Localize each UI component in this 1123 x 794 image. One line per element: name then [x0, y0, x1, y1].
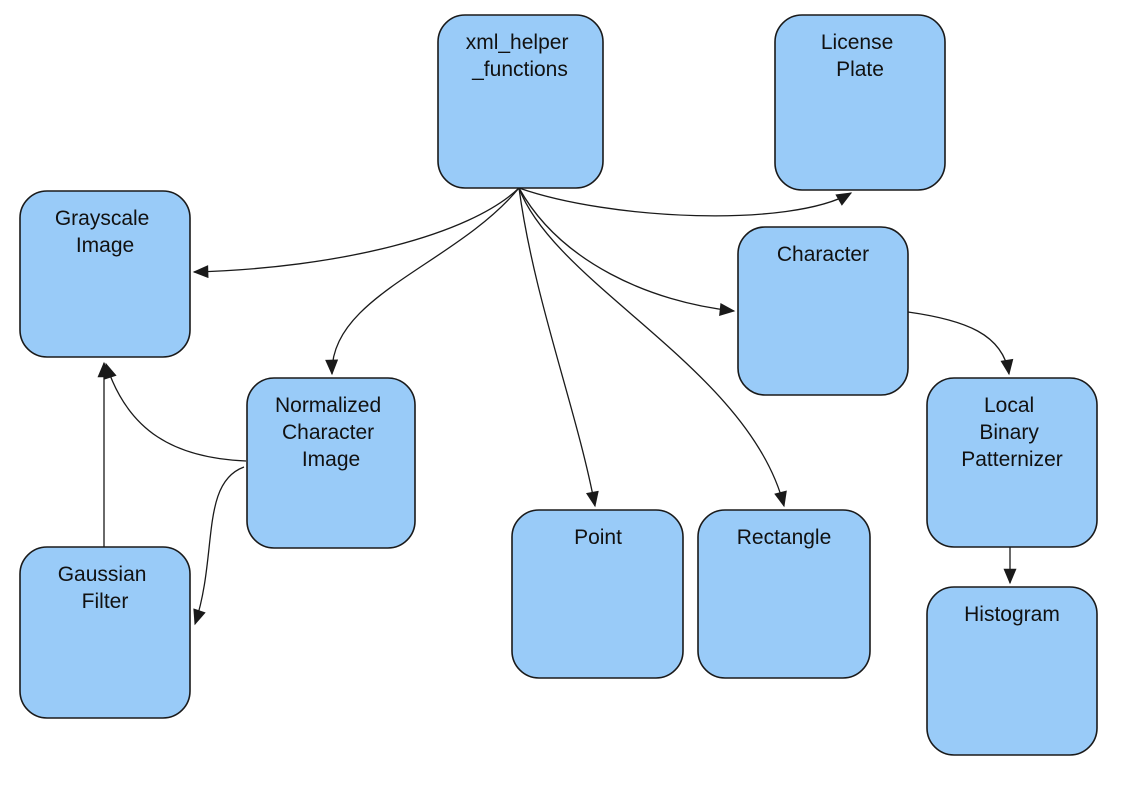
node-grayscale-image-box[interactable] [19, 190, 191, 358]
node-gaussian-filter[interactable]: Gaussian Filter [19, 546, 191, 719]
node-local-binary-patternizer[interactable]: Local Binary Patternizer [926, 377, 1098, 548]
node-point-label: Point [574, 526, 622, 549]
node-grayscale-image[interactable]: Grayscale Image [19, 190, 191, 358]
node-character-box[interactable] [737, 226, 909, 396]
node-license-plate-label: License Plate [821, 31, 899, 81]
edge-group [97, 187, 1017, 626]
node-local-binary-patternizer-label: Local Binary Patternizer [961, 394, 1063, 471]
edge-xml-helper-functions-to-normalized-character-image [325, 187, 520, 376]
edge-character-to-local-binary-patternizer [907, 311, 1014, 376]
node-normalized-character-image[interactable]: Normalized Character Image [246, 377, 416, 549]
node-rectangle-label: Rectangle [737, 526, 832, 549]
node-rectangle-box[interactable] [697, 509, 871, 679]
edge-xml-helper-functions-to-point [518, 187, 599, 508]
edge-normalized-character-image-to-grayscale-image [104, 362, 247, 462]
node-xml-helper-functions-box[interactable] [437, 14, 604, 189]
node-license-plate-box[interactable] [774, 14, 946, 191]
edge-xml-helper-functions-to-grayscale-image [192, 187, 520, 279]
node-character-label: Character [777, 243, 869, 266]
node-license-plate[interactable]: License Plate [774, 14, 946, 191]
edge-xml-helper-functions-to-character [518, 187, 736, 316]
node-gaussian-filter-label: Gaussian Filter [58, 563, 153, 613]
node-histogram-box[interactable] [926, 586, 1098, 756]
node-xml-helper-functions[interactable]: xml_helper _functions [437, 14, 604, 189]
edge-xml-helper-functions-to-rectangle [518, 187, 787, 508]
node-histogram[interactable]: Histogram [926, 586, 1098, 756]
node-character[interactable]: Character [737, 226, 909, 396]
node-gaussian-filter-box[interactable] [19, 546, 191, 719]
edge-normalized-character-image-to-gaussian-filter [193, 466, 245, 626]
node-grayscale-image-label: Grayscale Image [55, 207, 155, 257]
node-point-box[interactable] [511, 509, 684, 679]
node-normalized-character-image-box[interactable] [246, 377, 416, 549]
node-xml-helper-functions-label: xml_helper _functions [466, 31, 575, 81]
edge-xml-helper-functions-to-license-plate [518, 187, 853, 217]
node-point[interactable]: Point [511, 509, 684, 679]
node-normalized-character-image-label: Normalized Character Image [275, 394, 387, 471]
node-local-binary-patternizer-box[interactable] [926, 377, 1098, 548]
node-histogram-label: Histogram [964, 603, 1060, 626]
node-rectangle[interactable]: Rectangle [697, 509, 871, 679]
